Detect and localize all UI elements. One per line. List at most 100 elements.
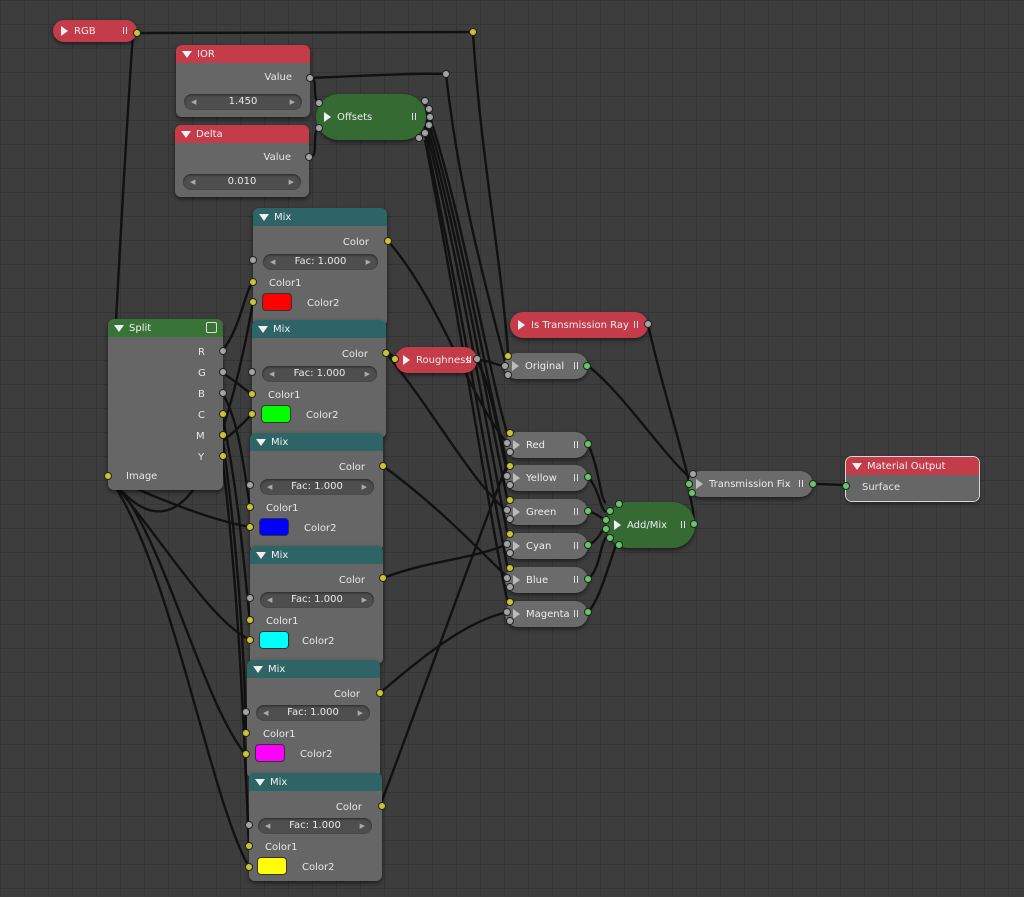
- mix-header[interactable]: Mix: [247, 660, 380, 678]
- mix-node[interactable]: Mix Color ◀Fac: 1.000▶ Color1 Color2: [253, 208, 387, 326]
- collapse-arrow-icon[interactable]: [324, 112, 331, 122]
- channel-input-socket[interactable]: [506, 462, 514, 470]
- decrement-arrow-icon[interactable]: ◀: [265, 822, 271, 830]
- split-b-socket[interactable]: [219, 389, 227, 397]
- offsets-output-socket[interactable]: [425, 121, 433, 129]
- decrement-arrow-icon[interactable]: ◀: [190, 178, 196, 186]
- roughness-node[interactable]: Roughness: [395, 347, 477, 373]
- channel-input-socket[interactable]: [506, 617, 514, 625]
- decrement-arrow-icon[interactable]: ◀: [267, 483, 273, 491]
- collapse-arrow-icon[interactable]: [513, 609, 520, 619]
- mix-color2-socket[interactable]: [249, 298, 257, 306]
- mix-color2-swatch[interactable]: [263, 294, 291, 310]
- mix-color-out-socket[interactable]: [384, 237, 392, 245]
- channel-input-socket[interactable]: [506, 598, 514, 606]
- mix-color2-swatch[interactable]: [256, 745, 284, 761]
- ior-value-field[interactable]: ◀ 1.450 ▶: [184, 94, 302, 110]
- decrement-arrow-icon[interactable]: ◀: [269, 370, 275, 378]
- mix-color-out-socket[interactable]: [376, 689, 384, 697]
- channel-input-socket[interactable]: [506, 583, 514, 591]
- channel-input-socket[interactable]: [506, 496, 514, 504]
- split-m-socket[interactable]: [219, 431, 227, 439]
- mix-fac-socket[interactable]: [246, 594, 254, 602]
- mix-color2-socket[interactable]: [246, 636, 254, 644]
- delta-header[interactable]: Delta: [175, 125, 309, 143]
- collapse-arrow-icon[interactable]: [255, 778, 265, 786]
- mix-color2-swatch[interactable]: [258, 858, 286, 874]
- offsets-output-socket[interactable]: [425, 105, 433, 113]
- mix-fac-field[interactable]: ◀Fac: 1.000▶: [260, 592, 374, 608]
- mix-color2-socket[interactable]: [242, 750, 250, 758]
- collapse-arrow-icon[interactable]: [513, 440, 520, 450]
- collapse-arrow-icon[interactable]: [403, 355, 410, 365]
- mix-header[interactable]: Mix: [249, 773, 382, 791]
- channel-node-blue[interactable]: Blue: [505, 567, 588, 593]
- channel-input-socket[interactable]: [506, 515, 514, 523]
- mix-fac-field[interactable]: ◀Fac: 1.000▶: [256, 705, 370, 721]
- add-mix-output-socket[interactable]: [690, 520, 698, 528]
- collapse-arrow-icon[interactable]: [256, 438, 266, 446]
- mix-fac-socket[interactable]: [245, 821, 253, 829]
- transmission-fix-node[interactable]: Transmission Fix: [688, 471, 813, 497]
- delta-node[interactable]: Delta Value ◀ 0.010 ▶: [175, 125, 309, 197]
- split-g-socket[interactable]: [219, 368, 227, 376]
- channel-input-socket[interactable]: [506, 429, 514, 437]
- increment-arrow-icon[interactable]: ▶: [289, 98, 295, 106]
- split-node[interactable]: Split R G B C M Y Image: [108, 319, 223, 490]
- collapse-arrow-icon[interactable]: [513, 541, 520, 551]
- channel-input-socket[interactable]: [503, 540, 511, 548]
- ior-header[interactable]: IOR: [176, 45, 310, 63]
- mix-color2-socket[interactable]: [248, 410, 256, 418]
- reroute-dot[interactable]: [442, 70, 450, 78]
- mix-header[interactable]: Mix: [253, 208, 387, 226]
- split-y-socket[interactable]: [219, 452, 227, 460]
- mix-node[interactable]: Mix Color ◀Fac: 1.000▶ Color1 Color2: [249, 773, 382, 881]
- increment-arrow-icon[interactable]: ▶: [361, 483, 367, 491]
- transmission-fix-input-socket[interactable]: [689, 470, 697, 478]
- channel-node-magenta[interactable]: Magenta: [505, 601, 588, 627]
- add-mix-input-socket[interactable]: [602, 525, 610, 533]
- channel-output-socket[interactable]: [584, 541, 592, 549]
- rgb-node[interactable]: RGB: [53, 20, 137, 42]
- channel-node-cyan[interactable]: Cyan: [505, 533, 588, 559]
- collapse-arrow-icon[interactable]: [852, 462, 862, 470]
- delta-value-field[interactable]: ◀ 0.010 ▶: [183, 174, 301, 190]
- mix-color1-socket[interactable]: [246, 616, 254, 624]
- mix-fac-field[interactable]: ◀Fac: 1.000▶: [260, 479, 374, 495]
- collapse-arrow-icon[interactable]: [181, 130, 191, 138]
- mix-color1-socket[interactable]: [245, 842, 253, 850]
- mix-header[interactable]: Mix: [250, 546, 383, 564]
- mix-color-out-socket[interactable]: [379, 574, 387, 582]
- mix-color2-socket[interactable]: [246, 523, 254, 531]
- material-output-surface-socket[interactable]: [842, 482, 850, 490]
- group-edit-icon[interactable]: [206, 322, 217, 333]
- increment-arrow-icon[interactable]: ▶: [365, 258, 371, 266]
- mix-fac-socket[interactable]: [248, 368, 256, 376]
- rgb-output-socket[interactable]: [133, 29, 141, 37]
- mix-color-out-socket[interactable]: [379, 462, 387, 470]
- transmission-fix-output-socket[interactable]: [809, 480, 817, 488]
- mix-header[interactable]: Mix: [250, 433, 383, 451]
- channel-input-socket[interactable]: [506, 549, 514, 557]
- delta-value-socket[interactable]: [305, 153, 313, 161]
- channel-output-socket[interactable]: [584, 608, 592, 616]
- add-mix-node[interactable]: Add/Mix: [606, 502, 695, 548]
- channel-output-socket[interactable]: [584, 507, 592, 515]
- mix-color2-swatch[interactable]: [260, 519, 288, 535]
- transmission-fix-input-socket[interactable]: [688, 489, 696, 497]
- mix-color-out-socket[interactable]: [382, 349, 390, 357]
- increment-arrow-icon[interactable]: ▶: [357, 709, 363, 717]
- collapse-arrow-icon[interactable]: [513, 473, 520, 483]
- collapse-arrow-icon[interactable]: [513, 575, 520, 585]
- split-image-socket[interactable]: [104, 472, 112, 480]
- decrement-arrow-icon[interactable]: ◀: [270, 258, 276, 266]
- split-c-socket[interactable]: [219, 410, 227, 418]
- mix-color1-socket[interactable]: [248, 390, 256, 398]
- mix-color1-socket[interactable]: [242, 729, 250, 737]
- channel-input-socket[interactable]: [503, 472, 511, 480]
- mix-fac-socket[interactable]: [249, 256, 257, 264]
- collapse-arrow-icon[interactable]: [259, 213, 269, 221]
- transmission-fix-input-socket[interactable]: [685, 480, 693, 488]
- channel-output-socket[interactable]: [584, 575, 592, 583]
- material-output-node[interactable]: Material Output Surface: [845, 456, 980, 502]
